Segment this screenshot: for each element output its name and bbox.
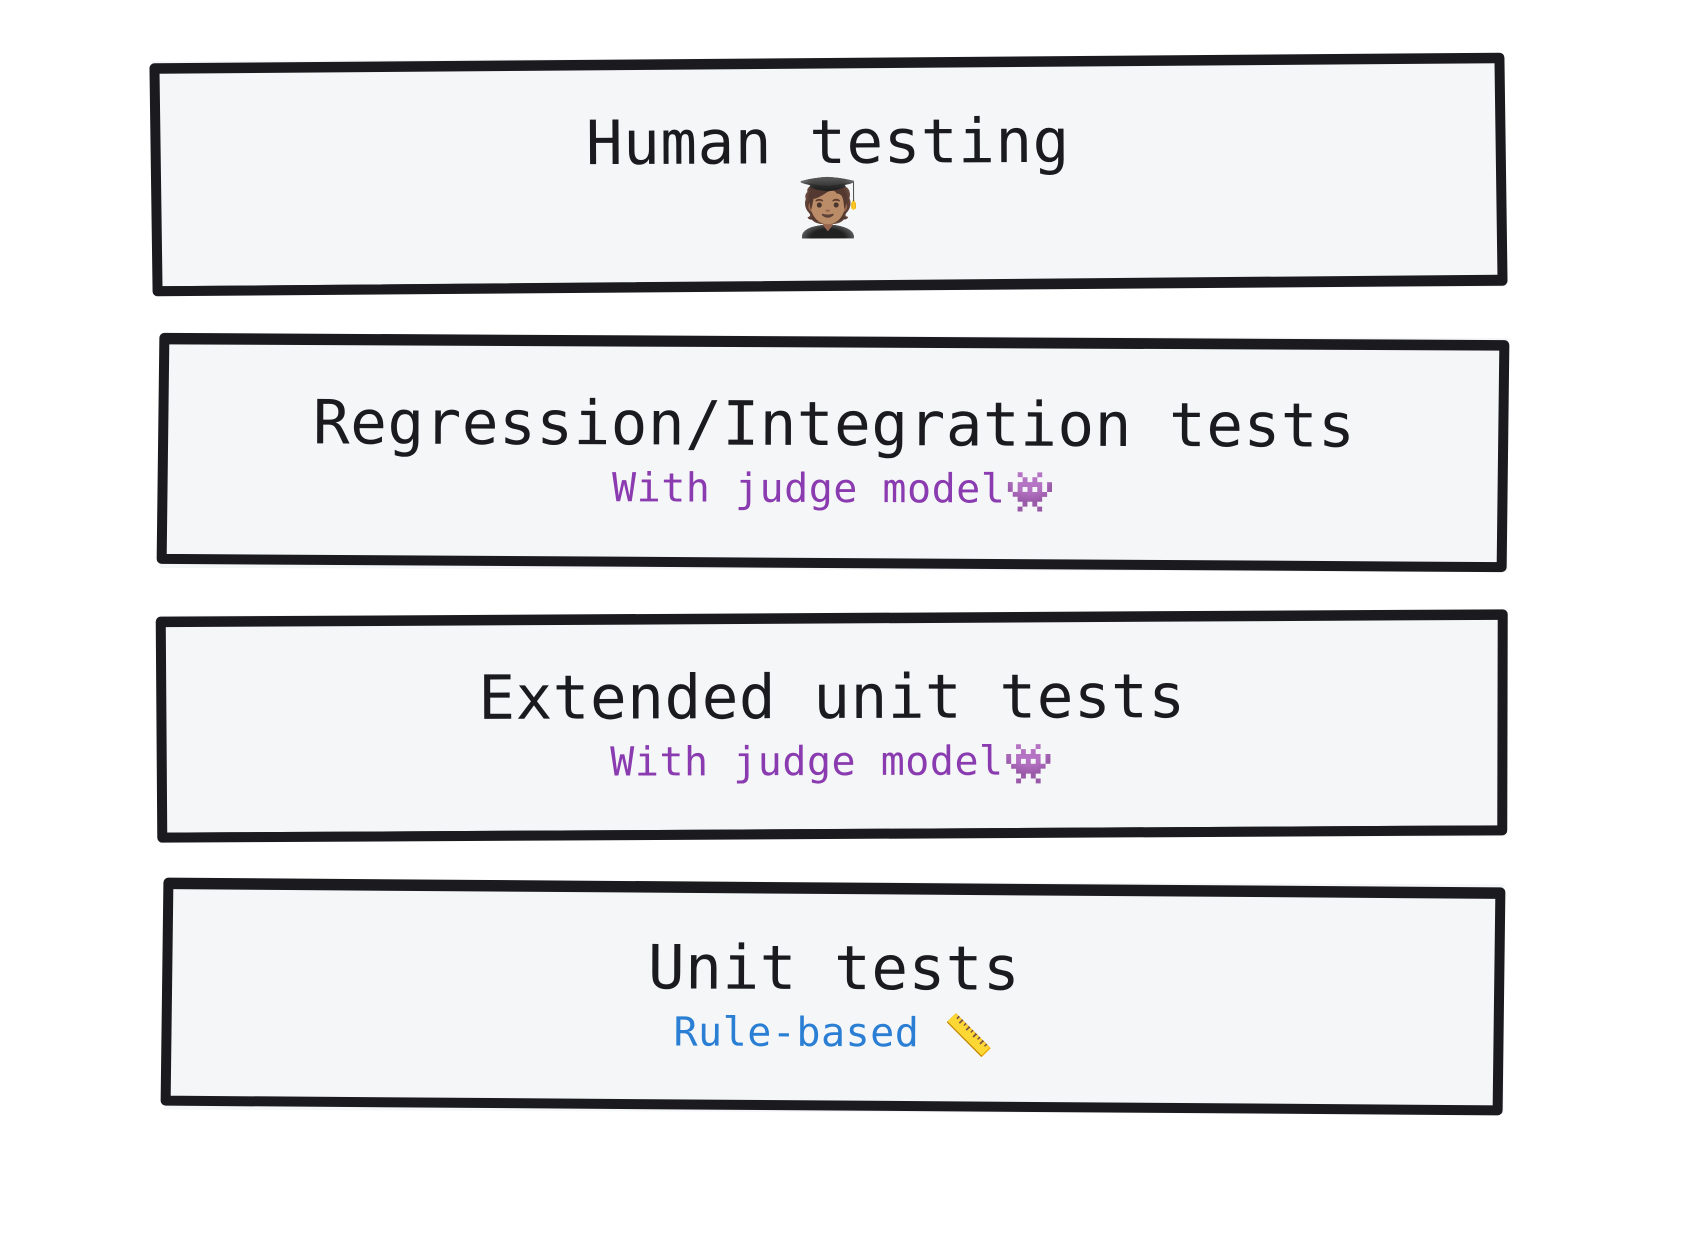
layer-content-extended-unit-tests: Extended unit tests With judge model👾 bbox=[158, 661, 1506, 788]
layer-subtitle-text: With judge model bbox=[610, 738, 1004, 786]
layer-title: Unit tests bbox=[647, 932, 1021, 1006]
alien-monster-emoji: 👾 bbox=[1003, 740, 1054, 788]
layer-subtitle-text: Rule-based bbox=[673, 1008, 920, 1056]
straight-ruler-emoji: 📏 bbox=[943, 1012, 995, 1060]
layer-subtitle: With judge model👾 bbox=[186, 464, 1482, 516]
student-emoji: 🧑🏽‍🎓 bbox=[793, 175, 864, 242]
layer-content-unit-tests: Unit tests Rule-based 📏 bbox=[164, 932, 1504, 1060]
layer-subtitle-text: With judge model bbox=[612, 464, 1006, 513]
layer-subtitle: With judge model👾 bbox=[184, 738, 1480, 788]
layer-box-unit-tests[interactable]: Unit tests Rule-based 📏 bbox=[160, 877, 1506, 1116]
layer-box-regression-integration-tests[interactable]: Regression/Integration tests With judge … bbox=[156, 332, 1510, 573]
layer-title: Human testing bbox=[585, 105, 1070, 180]
layer-box-human-testing[interactable]: Human testing 🧑🏽‍🎓 bbox=[149, 52, 1508, 297]
layer-title: Extended unit tests bbox=[478, 661, 1186, 735]
alien-monster-emoji: 👾 bbox=[1005, 469, 1056, 516]
layer-content-human-testing: Human testing 🧑🏽‍🎓 bbox=[152, 105, 1505, 242]
layer-subtitle: Rule-based 📏 bbox=[190, 1008, 1478, 1060]
layer-content-regression-integration-tests: Regression/Integration tests With judge … bbox=[160, 387, 1508, 516]
layer-title: Regression/Integration tests bbox=[312, 387, 1356, 463]
layer-box-extended-unit-tests[interactable]: Extended unit tests With judge model👾 bbox=[155, 609, 1508, 843]
